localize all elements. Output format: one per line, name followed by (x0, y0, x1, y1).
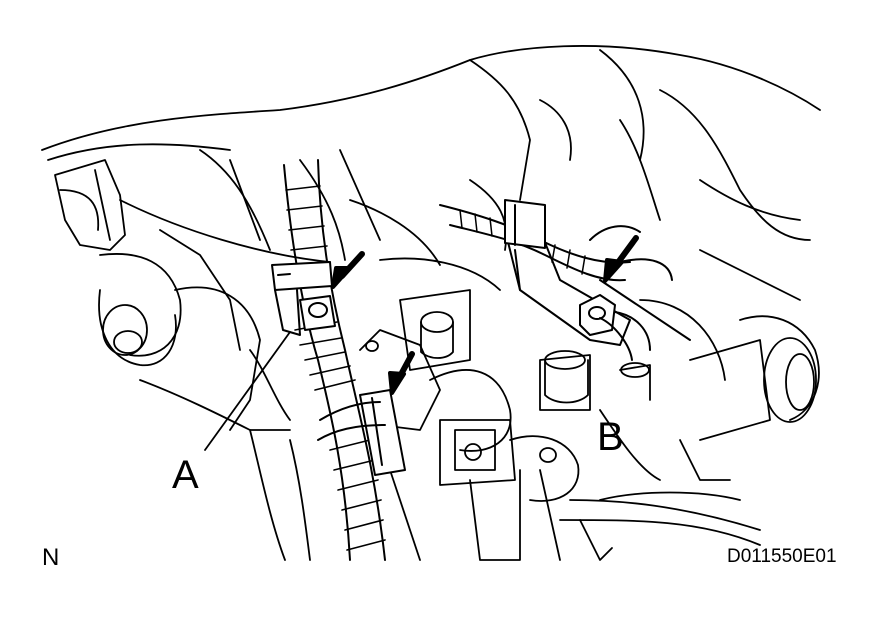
harness-clamp-lower (317, 389, 406, 476)
callout-b-label: B (597, 415, 624, 459)
engine-background (41, 45, 821, 561)
view-mark-label: N (42, 544, 60, 571)
harness-clamp-upper (504, 199, 546, 249)
arrow-bolt-b (603, 235, 639, 283)
harness-clamp-a (271, 261, 336, 336)
figure-code-label: D011550E01 (727, 546, 837, 567)
leader-line-a (204, 331, 291, 451)
bolt-b (579, 294, 651, 361)
arrow-clamp-a (331, 251, 365, 289)
callout-a-label: A (172, 453, 199, 497)
upper-harness (439, 204, 691, 341)
bracket-b (504, 229, 631, 346)
arrow-lower-clamp (388, 351, 415, 395)
